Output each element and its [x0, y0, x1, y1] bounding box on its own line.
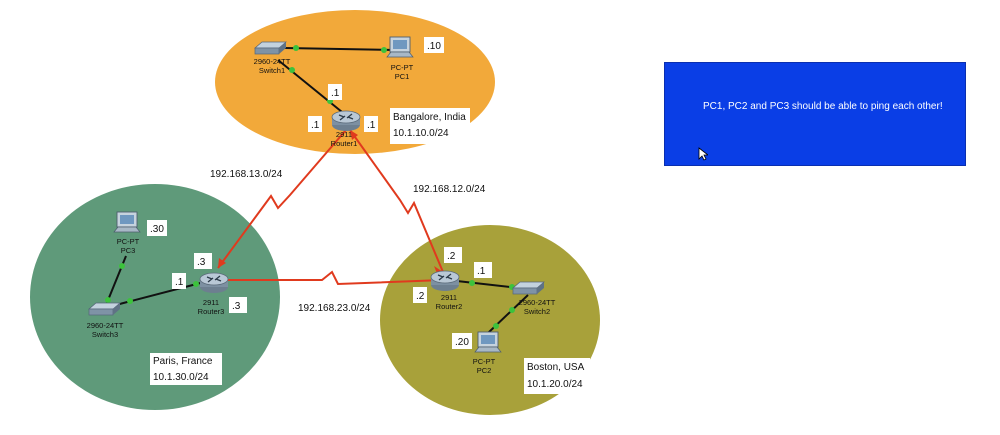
- router1-name-label: Router1: [331, 139, 358, 148]
- pc3[interactable]: [113, 211, 141, 233]
- pc3-ip-label: .30: [150, 224, 164, 235]
- switch1-name-label: Switch1: [259, 66, 285, 75]
- router2-lan-ip-label: .1: [477, 266, 486, 277]
- router3[interactable]: [199, 272, 229, 294]
- router3-right-ip-label: .3: [232, 301, 241, 312]
- link-r1-r3-subnet: 192.168.13.0/24: [210, 169, 283, 180]
- mouse-cursor-icon: [698, 147, 708, 161]
- paris-site-subnet: 10.1.30.0/24: [153, 372, 209, 383]
- link-router1-router3[interactable]: [217, 129, 347, 269]
- instruction-note-text: PC1, PC2 and PC3 should be able to ping …: [703, 101, 943, 112]
- router2[interactable]: [430, 270, 460, 292]
- router1-lan-ip-label: .1: [331, 88, 340, 99]
- router3-name-label: Router3: [198, 307, 225, 316]
- pc2[interactable]: [474, 331, 502, 353]
- pc3-name-label: PC3: [121, 246, 136, 255]
- pc3-model-label: PC-PT: [117, 237, 140, 246]
- bangalore-site-subnet: 10.1.10.0/24: [393, 128, 449, 139]
- boston-site-name: Boston, USA: [527, 362, 585, 373]
- pc1[interactable]: [386, 36, 414, 58]
- arrowhead-router3: [218, 258, 226, 268]
- boston-site-subnet: 10.1.20.0/24: [527, 379, 583, 390]
- router2-left-ip-label: .2: [416, 291, 425, 302]
- paris-site-name: Paris, France: [153, 356, 213, 367]
- pc2-model-label: PC-PT: [473, 357, 496, 366]
- arrowhead-router1: [350, 130, 358, 140]
- link-r3-r2-subnet: 192.168.23.0/24: [298, 303, 371, 314]
- router2-model-label: 2911: [441, 293, 457, 302]
- link-r1-r2-subnet: 192.168.12.0/24: [413, 184, 486, 195]
- pc2-ip-label: .20: [455, 337, 469, 348]
- pc1-name-label: PC1: [395, 72, 410, 81]
- switch2-name-label: Switch2: [524, 307, 550, 316]
- switch3-model-label: 2960-24TT: [87, 321, 124, 330]
- switch3-name-label: Switch3: [92, 330, 118, 339]
- link-router1-router2[interactable]: [349, 129, 444, 273]
- instruction-note: PC1, PC2 and PC3 should be able to ping …: [664, 62, 966, 166]
- bangalore-site-name: Bangalore, India: [393, 112, 466, 123]
- pc1-model-label: PC-PT: [391, 63, 414, 72]
- pc2-name-label: PC2: [477, 366, 492, 375]
- router1-left-ip-label: .1: [311, 120, 320, 131]
- link-router3-router2[interactable]: [220, 270, 444, 286]
- link-switch1-pc1[interactable]: [284, 47, 397, 51]
- router1-right-ip-label: .1: [367, 120, 376, 131]
- router2-top-ip-label: .2: [447, 251, 456, 262]
- pc1-ip-label: .10: [427, 41, 441, 52]
- router3-top-ip-label: .3: [197, 257, 206, 268]
- router1-model-label: 2911: [336, 130, 352, 139]
- router3-lan-ip-label: .1: [175, 277, 184, 288]
- router3-model-label: 2911: [203, 298, 219, 307]
- switch1-model-label: 2960-24TT: [254, 57, 291, 66]
- router1[interactable]: [331, 110, 361, 132]
- router2-name-label: Router2: [436, 302, 463, 311]
- switch2-model-label: 2960-24TT: [519, 298, 556, 307]
